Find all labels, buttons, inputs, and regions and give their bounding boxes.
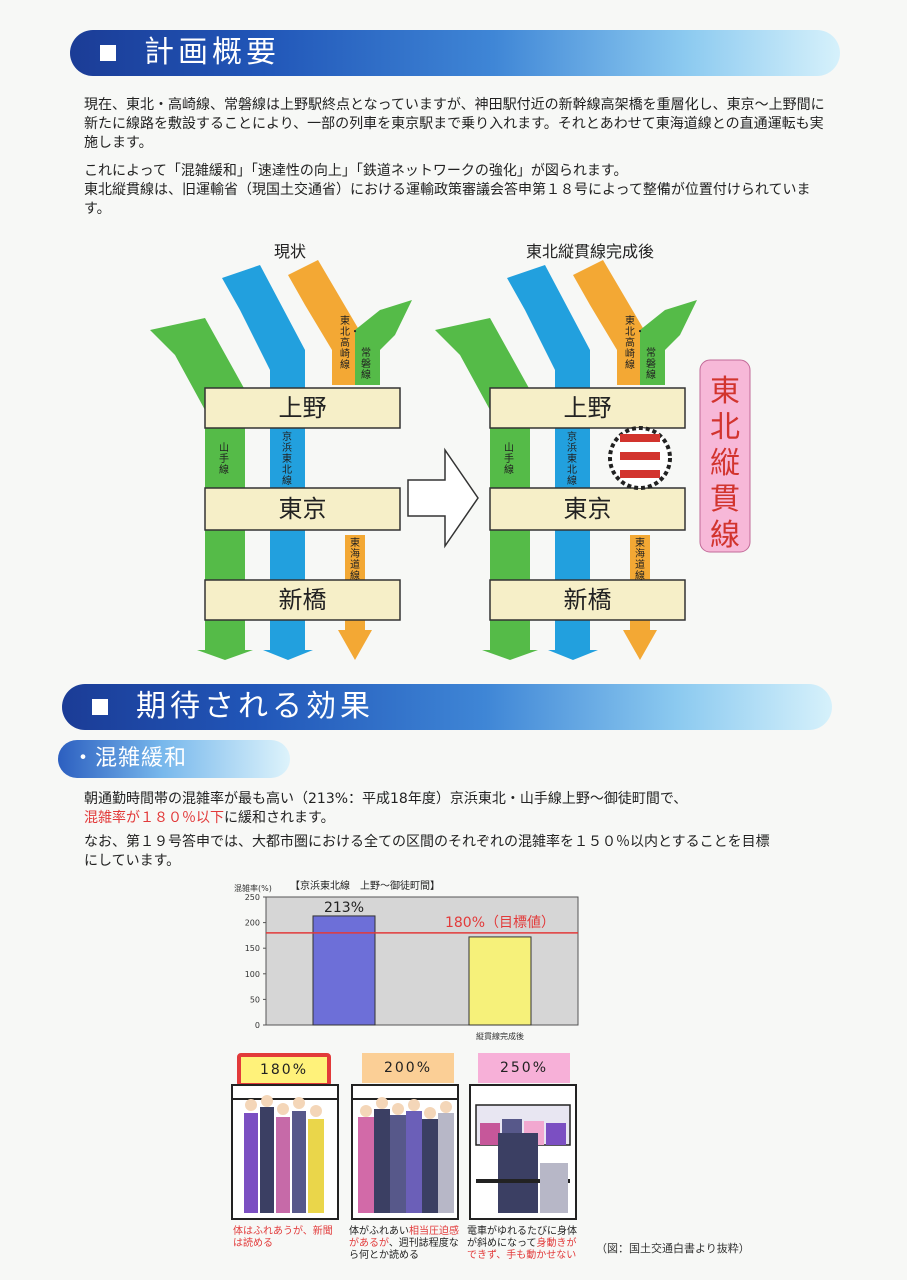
badge-250: 250% <box>478 1053 570 1083</box>
intro-paragraph-2: これによって「混雑緩和」「速達性の向上」「鉄道ネットワークの強化」が図られます。 <box>84 163 628 179</box>
bar <box>468 936 532 1026</box>
y-tick-label: 150 <box>245 944 260 953</box>
caption-200-part2: 相当圧迫感があるが <box>349 1226 459 1249</box>
square-bullet-icon <box>92 699 108 715</box>
caption-250: 電車がゆれるたびに身体が斜めになって身動きができず、手も動かせない <box>467 1226 577 1262</box>
label-joban-after: 常磐線 <box>646 348 656 381</box>
new-line-track-icon <box>620 434 660 442</box>
subsection-banner-congestion: ・混雑緩和 <box>58 740 290 778</box>
label-tohoku-after: 東北・高崎線 <box>625 316 645 371</box>
y-tick-label: 250 <box>245 893 260 902</box>
caption-250-part2: 身動きができず、手も動かせない <box>467 1238 577 1261</box>
illustration-180-panel <box>231 1084 339 1220</box>
badge-180: 180% <box>237 1053 331 1087</box>
caption-200-part1: 体がふれあい <box>349 1226 409 1237</box>
section-banner-expected-effects: 期待される効果 <box>62 684 832 730</box>
caption-250-part1: 電車がゆれるたびに身体が斜めになって <box>467 1226 577 1249</box>
intro-paragraph-1: 現在、東北・高崎線、常磐線は上野駅終点となっていますが、神田駅付近の新幹線高架橋… <box>84 97 825 151</box>
label-keihin-after: 京浜東北線 <box>567 432 577 487</box>
congestion-bar-chart: 混雑率(%) 【京浜東北線 上野〜御徒町間】 0 50 100 150 200 250 縦貫線完… <box>234 879 579 1041</box>
y-tick-label: 200 <box>245 919 260 928</box>
arrow-icon <box>407 447 479 549</box>
crowding-illustrations <box>231 1084 577 1220</box>
label-tohoku-before: 東北・高崎線 <box>340 316 360 371</box>
caption-200-part3: 、週刊誌程度なら何とか読める <box>349 1238 459 1261</box>
data-label: 213% <box>324 900 364 916</box>
square-bullet-icon <box>100 45 116 61</box>
station-tokyo-before: 東京 <box>278 495 327 523</box>
label-tokaido-before: 東海道線 <box>350 538 360 582</box>
illustration-200-panel <box>351 1084 459 1220</box>
intro-paragraph-3: 東北縦貫線は、旧運輸省（現国土交通省）における運輸政策審議会答申第１８号によって… <box>84 182 811 217</box>
y-tick-label: 0 <box>255 1021 260 1030</box>
caption-200: 体がふれあい相当圧迫感があるが、週刊誌程度なら何とか読める <box>349 1226 461 1262</box>
caption-180: 体はふれあうが、新聞は読める <box>233 1226 333 1249</box>
station-shimbashi-before: 新橋 <box>278 586 327 614</box>
bar <box>312 915 376 1026</box>
new-line-label: 東北縦貫線 <box>710 374 740 553</box>
source-note: （図：国土交通白書より抜粋） <box>596 1242 750 1255</box>
section-title: 計画概要 <box>144 35 280 70</box>
station-ueno-before: 上野 <box>278 394 327 422</box>
congestion-line-2: に緩和されます。 <box>224 810 335 826</box>
diagram-after-title: 東北縦貫線完成後 <box>525 242 654 261</box>
y-tick-label: 50 <box>250 995 260 1004</box>
congestion-line-1: 朝通勤時間帯の混雑率が最も高い（213%：平成18年度）京浜東北・山手線上野〜御… <box>84 791 688 807</box>
illustration-250-panel <box>469 1084 577 1220</box>
label-joban-before: 常磐線 <box>361 348 371 381</box>
subsection-title: ・混雑緩和 <box>72 746 188 771</box>
congestion-paragraph-1: 朝通勤時間帯の混雑率が最も高い（213%：平成18年度）京浜東北・山手線上野〜御… <box>84 790 834 828</box>
x-tick-label: 縦貫線完成後 <box>476 1031 524 1041</box>
y-axis-label: 混雑率(%) <box>234 883 272 893</box>
station-ueno-after: 上野 <box>563 394 612 422</box>
station-shimbashi-after: 新橋 <box>563 586 612 614</box>
congestion-paragraph-2: なお、第１９号答申では、大都市圏における全ての区間のそれぞれの混雑率を１５０％以… <box>84 834 770 869</box>
new-line-box <box>699 359 751 553</box>
badge-200: 200% <box>362 1053 454 1083</box>
station-tokyo-after: 東京 <box>563 495 612 523</box>
label-keihin-before: 京浜東北線 <box>282 432 292 487</box>
y-tick-label: 100 <box>245 970 260 979</box>
label-yamanote-after: 山手線 <box>504 443 514 476</box>
section-title: 期待される効果 <box>136 689 374 724</box>
diagram-before-title: 現状 <box>273 242 306 261</box>
label-yamanote-before: 山手線 <box>219 443 229 476</box>
target-label: 180%（目標値） <box>445 915 555 931</box>
congestion-highlight: 混雑率が１８０％以下 <box>84 810 224 826</box>
section-banner-plan-overview: 計画概要 <box>70 30 840 76</box>
chart-title: 【京浜東北線 上野〜御徒町間】 <box>290 879 440 892</box>
line-diagram <box>149 259 751 661</box>
label-tokaido-after: 東海道線 <box>635 538 645 582</box>
